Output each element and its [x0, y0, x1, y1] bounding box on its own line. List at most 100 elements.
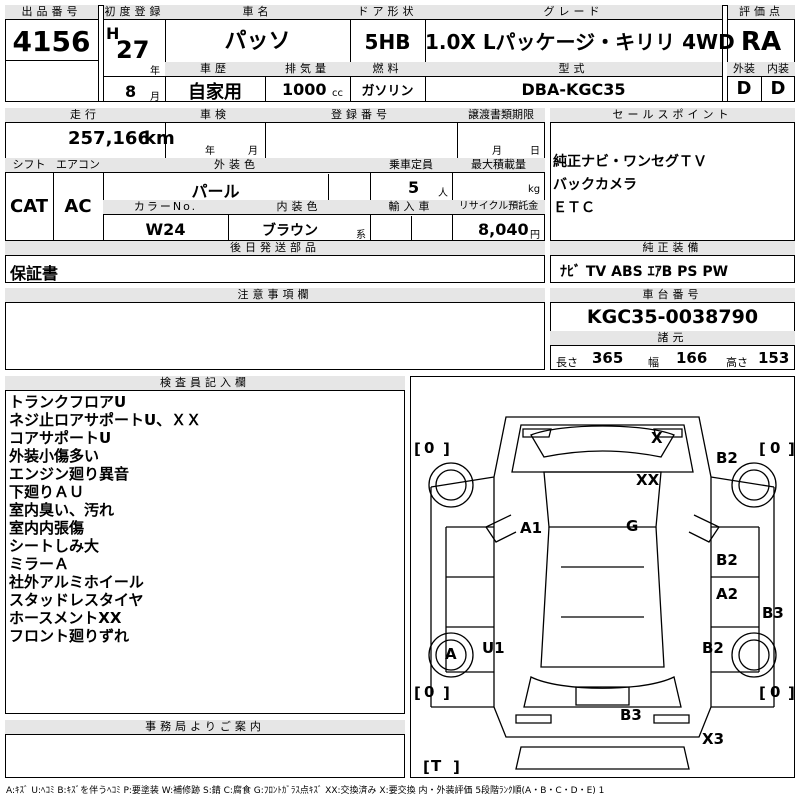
bracket-zero-bl: [ [414, 684, 421, 702]
capacity-unit: 人 [438, 188, 448, 199]
shift-label: シフト [5, 158, 53, 173]
int-grade: D [770, 78, 786, 99]
sales-label: セールスポイント [550, 108, 795, 123]
mark-a2: A2 [716, 585, 739, 603]
regno-label: 登録番号 [265, 108, 457, 123]
later-parts-block [5, 241, 545, 283]
model-label: 型式 [425, 62, 722, 77]
int-label: 内装 [761, 62, 795, 77]
list-item: 室内臭い、汚れ [9, 501, 115, 519]
bracket-zero-bl-close: ] [443, 684, 450, 702]
door-label: ドア形状 [350, 5, 425, 20]
list-item: ネジ止ロアサポートU、ＸＸ [9, 411, 202, 429]
ext-color: パール [191, 182, 240, 201]
mark-u1: U1 [482, 639, 505, 657]
list-item: シートしみ大 [9, 537, 100, 555]
mark-x-front: X [651, 429, 663, 447]
mark-b2-right-door: B2 [716, 551, 738, 569]
inspector-list: トランクフロアU ネジ止ロアサポートU、ＸＸ コアサポートU 外装小傷多い エン… [9, 393, 201, 645]
mark-b3-bottom: B3 [620, 706, 642, 724]
fuel: ガソリン [361, 84, 414, 99]
transfer-label: 譲渡書類期限 [457, 108, 545, 123]
width: 166 [676, 349, 708, 367]
displacement: 1000 [282, 80, 327, 99]
chassis-number: KGC35-0038790 [586, 306, 759, 328]
list-item: トランクフロアU [9, 393, 127, 411]
equipment-label: 純正装備 [550, 241, 795, 256]
inspection-label: 車検 [165, 108, 265, 123]
mark-x3: X3 [702, 730, 725, 748]
month-unit: 月 [150, 92, 160, 103]
bracket-zero-br-close: ] [788, 684, 794, 702]
mark-xx: XX [636, 471, 660, 489]
list-item: 室内内張傷 [9, 519, 85, 537]
reg-month: 8 [125, 82, 137, 101]
mileage-unit: km [144, 128, 175, 149]
length: 365 [592, 349, 624, 367]
fuel-label: 燃料 [350, 62, 425, 77]
zero-bottom-right: 0 [770, 683, 781, 701]
mileage: 257,166 [68, 128, 150, 149]
name-label: 車名 [165, 5, 350, 20]
car-name: パッソ [224, 29, 291, 54]
reg-year: 27 [116, 36, 150, 64]
bracket-t-open: [ [423, 758, 430, 776]
car-diagram: [ ] [ ] [ ] [ ] [ ] [414, 416, 794, 776]
inspection-month-unit: 月 [248, 146, 258, 157]
sales-line-3: ＥＴＣ [553, 200, 595, 216]
list-item: エンジン廻り異音 [9, 465, 130, 483]
import-label: 輸入車 [370, 200, 452, 215]
disp-label: 排気量 [265, 62, 350, 77]
mark-b2-rear: B2 [702, 639, 724, 657]
height: 153 [758, 349, 790, 367]
ext-label: 外装 [727, 62, 761, 77]
width-label: 幅 [648, 356, 659, 369]
mileage-label: 走行 [5, 108, 165, 123]
list-item: コアサポートU [9, 429, 112, 447]
bracket-zero-tl: [ [414, 440, 421, 458]
list-item: 外装小傷多い [9, 447, 100, 465]
bracket-zero-tr-close: ] [788, 440, 794, 458]
history: 自家用 [188, 82, 242, 103]
model-code: DBA-KGC35 [521, 80, 626, 99]
list-item: ミラーＡ [9, 555, 70, 573]
car-diagram-block [410, 376, 795, 778]
recycle-unit: 円 [530, 230, 540, 241]
score-label: 評価点 [727, 5, 795, 20]
list-item: 社外アルミホイール [9, 573, 144, 591]
length-label: 長さ [556, 356, 578, 369]
list-item: 下廻りＡＵ [9, 483, 85, 501]
colorno-label: カラーNo. [103, 200, 228, 215]
intcolor-unit: 系 [356, 230, 366, 241]
zero-top-right: 0 [770, 439, 781, 457]
grade-label: グレード [425, 5, 722, 20]
later-parts-label: 後日発送部品 [5, 241, 545, 256]
mark-a-tire: A [445, 645, 457, 663]
mark-b3-side: B3 [762, 604, 784, 622]
dims-label: 諸元 [550, 331, 795, 346]
aircon: AC [64, 196, 92, 217]
equipment: ﾅﾋﾞ TV ABS ｴｱB PS PW [560, 264, 729, 280]
int-color: ブラウン [262, 223, 318, 239]
color-number: W24 [145, 220, 186, 239]
equipment-block [550, 241, 795, 283]
transfer-day-unit: 日 [530, 146, 540, 157]
bracket-zero-tr: [ [759, 440, 766, 458]
list-item: ホースメントXX [9, 609, 122, 627]
score: RA [740, 27, 782, 57]
color-label: 外装色 [103, 158, 370, 173]
shift: CAT [9, 196, 49, 217]
chassis-label: 車台番号 [550, 288, 795, 303]
bracket-t-close: ] [453, 758, 460, 776]
legend: A:ｷｽﾞ U:ﾍｺﾐ B:ｷｽﾞを伴うﾍｺﾐ P:要塗装 W:補修跡 S:錆 … [6, 786, 605, 796]
bracket-zero-tl-close: ] [443, 440, 450, 458]
inspector-label: 検査員記入欄 [5, 376, 405, 391]
height-label: 高さ [726, 356, 748, 369]
notes-label: 注意事項欄 [5, 288, 545, 303]
sales-line-2: バックカメラ [553, 177, 637, 193]
zero-bottom-left: 0 [424, 683, 435, 701]
capacity-label: 乗車定員 [370, 158, 452, 173]
mark-t: T [431, 757, 442, 775]
sales-line-1: 純正ナビ・ワンセグＴＶ [553, 154, 707, 170]
